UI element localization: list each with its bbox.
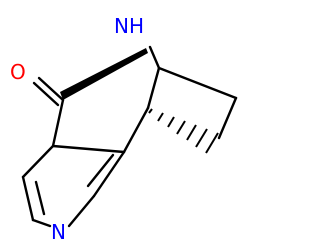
bond-c-o-2 <box>32 81 60 107</box>
bond-c8-c9 <box>217 96 238 140</box>
bond-c1p-c5 <box>92 150 126 198</box>
wedge-bond-c1-n <box>60 48 148 100</box>
bond-c4-c3 <box>21 175 35 222</box>
bonds <box>21 45 238 228</box>
bond-n-c7 <box>148 45 161 70</box>
structure-canvas: NH O N <box>10 14 238 244</box>
bond-c4a-c4 <box>21 144 55 179</box>
bond-c7-c6 <box>146 66 161 110</box>
molecule-structure: NH O N <box>10 14 238 244</box>
bond-c4-c3-inner <box>34 180 46 216</box>
bond-c1p-c5-inner <box>86 153 115 188</box>
bond-c6-c5 <box>122 106 150 154</box>
bond-n-c1p <box>67 194 96 228</box>
hash-bond-c6-c9 <box>148 108 219 154</box>
bond-c1-c4a <box>51 98 65 148</box>
atom-label-n: N <box>51 220 66 244</box>
bond-c-o-1 <box>37 76 65 102</box>
atom-label-nh: NH <box>114 14 144 38</box>
bond-c7-c8 <box>157 66 238 100</box>
bond-c3-n <box>31 218 52 228</box>
bond-c4a-c5 <box>51 144 126 154</box>
atom-label-o: O <box>10 60 26 84</box>
